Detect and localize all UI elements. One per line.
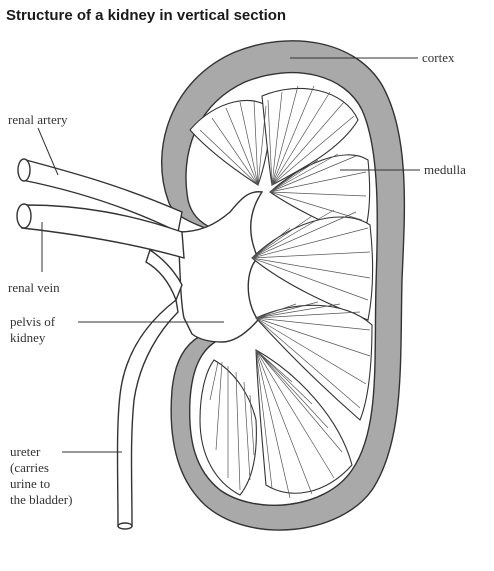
label-ureter-line4: the bladder) bbox=[10, 492, 72, 507]
diagram-title: Structure of a kidney in vertical sectio… bbox=[6, 7, 286, 24]
pyramid-striations bbox=[199, 85, 371, 499]
label-medulla: medulla bbox=[424, 162, 466, 177]
label-ureter-line1: ureter bbox=[10, 444, 41, 459]
renal-artery bbox=[17, 158, 183, 234]
label-renal-vein: renal vein bbox=[8, 280, 60, 295]
pyramid-2 bbox=[261, 88, 359, 186]
renal-artery-leader bbox=[37, 127, 59, 176]
pyramid-5 bbox=[255, 304, 373, 421]
renal-pelvis bbox=[177, 191, 264, 343]
label-pelvis-line1: pelvis of bbox=[10, 314, 56, 329]
label-ureter-line2: (carries bbox=[10, 460, 49, 475]
label-renal-artery: renal artery bbox=[8, 112, 68, 127]
ureter bbox=[116, 298, 179, 530]
pyramid-6 bbox=[255, 349, 353, 494]
renal-vein bbox=[16, 203, 185, 302]
label-cortex: cortex bbox=[422, 50, 455, 65]
label-ureter-line3: urine to bbox=[10, 476, 50, 491]
label-pelvis-line2: kidney bbox=[10, 330, 46, 345]
